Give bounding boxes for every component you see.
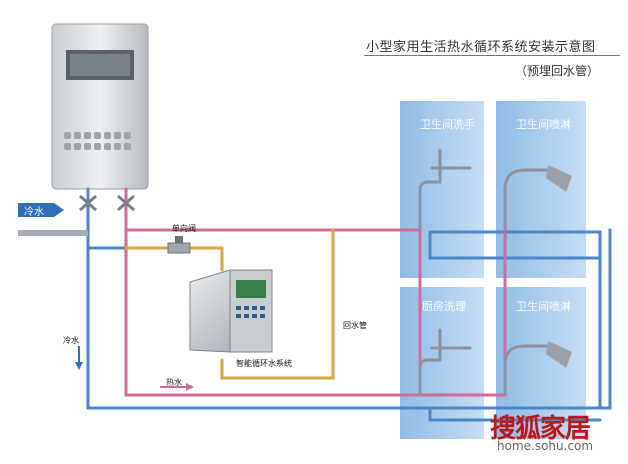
room-panel-bathroom-sink <box>400 101 484 278</box>
cold-water-inlet-label: 冷水 <box>24 207 44 218</box>
cold-inlet-arrow <box>18 203 64 217</box>
heater-valves <box>79 194 135 212</box>
circulation-system-label: 智能循环水系统 <box>236 359 292 368</box>
diagram-subtitle: （预埋回水管） <box>515 64 600 78</box>
circulation-unit <box>189 269 273 353</box>
sohu-home-logo: 搜狐家居 <box>490 414 591 444</box>
cold-down-arrow-icon <box>75 346 83 370</box>
hot-water-label: 热水 <box>166 378 182 387</box>
cold-inlet-pipe <box>18 230 88 236</box>
diagram-title: 小型家用生活热水循环系统安装示意图 <box>366 40 596 55</box>
room-panel-bathroom-shower-2 <box>496 287 586 439</box>
cold-water-label: 冷水 <box>63 336 79 345</box>
return-water-pipe <box>124 228 335 380</box>
title-divider <box>364 55 620 56</box>
room-label-bathroom-shower-1: 卫生间喷淋 <box>516 118 571 131</box>
room-panel-bathroom-shower-1 <box>496 101 586 278</box>
hot-water-arrow-icon <box>160 383 194 391</box>
water-heater <box>51 23 149 190</box>
watermark-url: home.sohu.com <box>497 439 594 453</box>
check-valve <box>167 236 191 254</box>
bathroom-faucet-icon <box>418 148 472 232</box>
room-label-bathroom-sink: 卫生间洗手 <box>420 118 475 131</box>
shower-head-icon-1 <box>503 165 572 230</box>
check-valve-label: 单向阀 <box>172 224 196 233</box>
room-label-bathroom-shower-2: 卫生间喷淋 <box>516 300 571 313</box>
kitchen-faucet-icon <box>418 328 472 397</box>
room-panel-kitchen-sink <box>400 287 484 439</box>
room-label-kitchen-sink: 厨房洗理 <box>422 300 466 313</box>
shower-head-icon-2 <box>503 341 572 395</box>
room-panels <box>400 101 586 439</box>
return-pipe-label: 回水管 <box>343 321 367 330</box>
